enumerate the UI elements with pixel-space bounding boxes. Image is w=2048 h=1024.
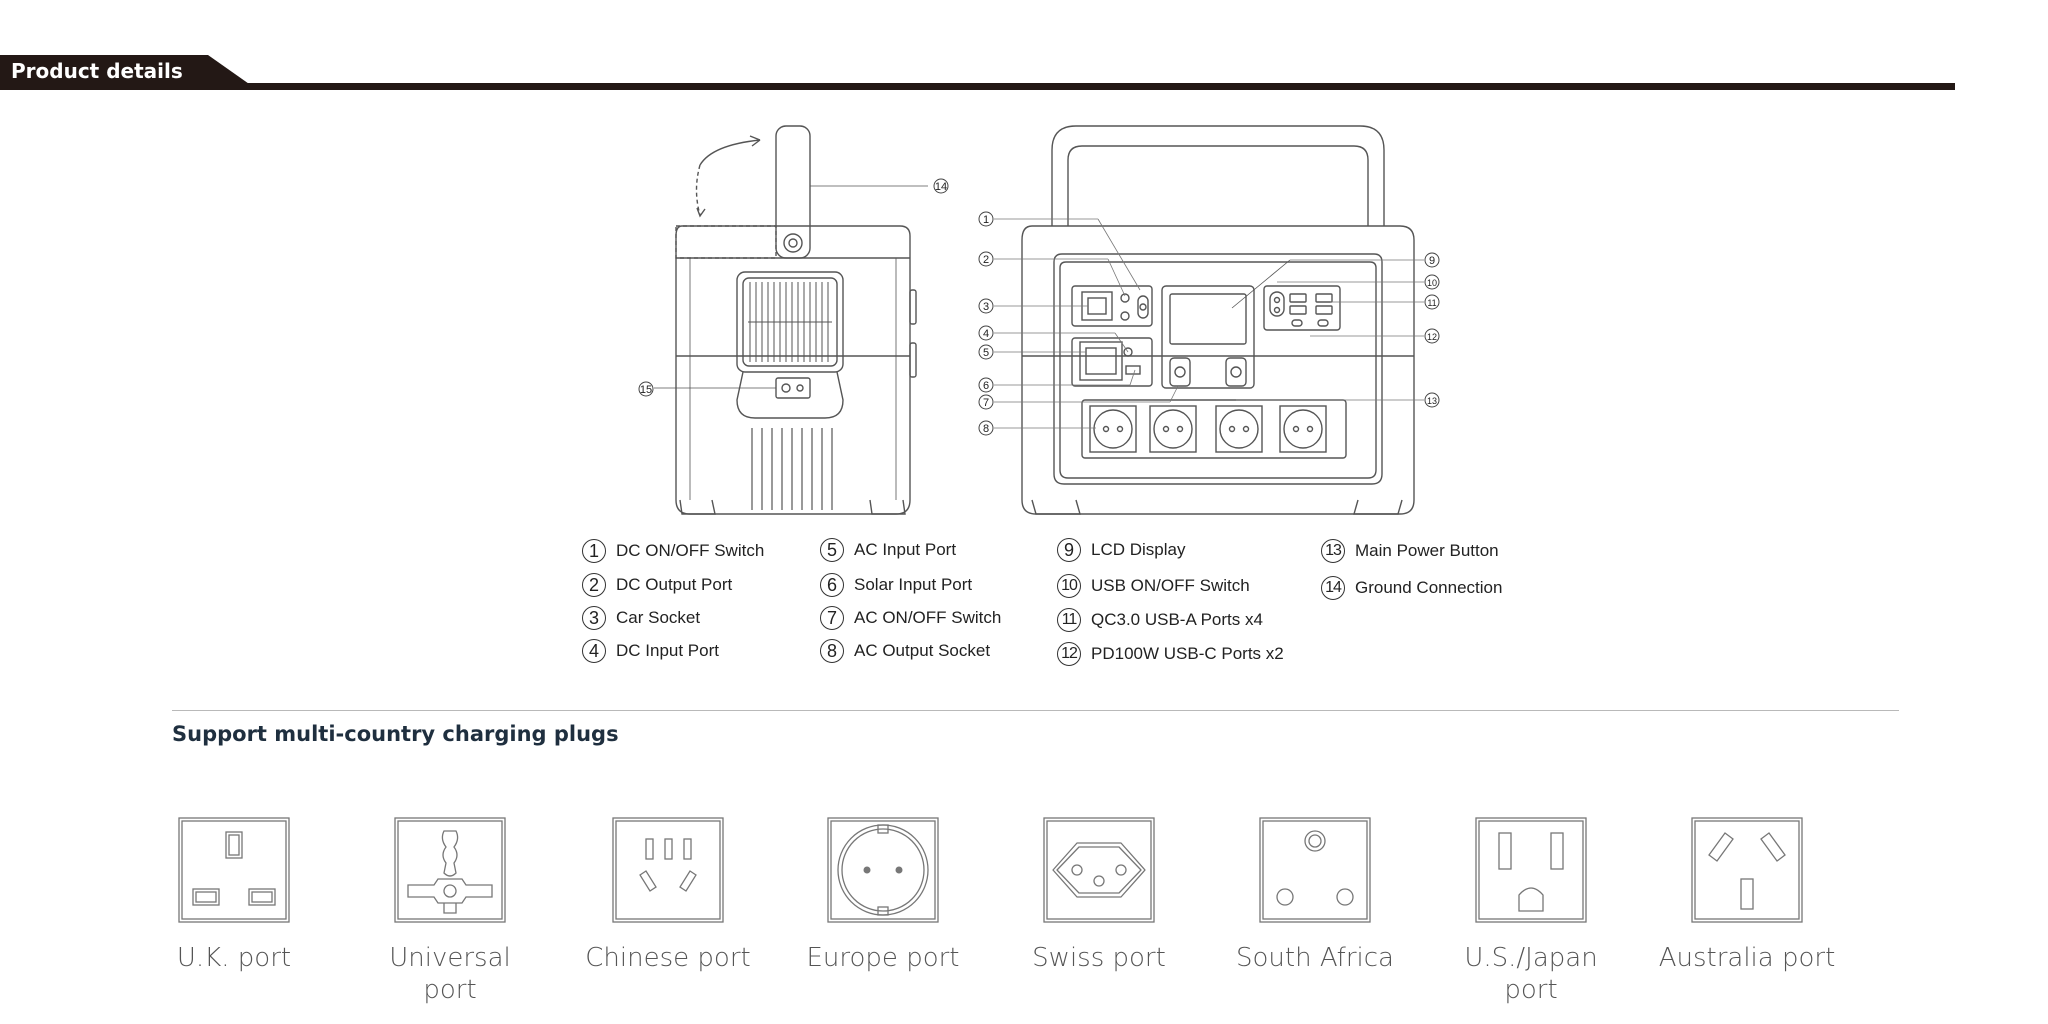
svg-text:3: 3 xyxy=(983,301,989,313)
plug-label-europe: Europe port xyxy=(806,943,960,973)
callout-3: 3 xyxy=(978,298,994,314)
callout-13: 13 xyxy=(1424,392,1440,408)
header-tab-shape xyxy=(0,55,252,86)
plug-label-australia: Australia port xyxy=(1658,943,1836,973)
svg-text:10: 10 xyxy=(1427,278,1437,288)
chinese-plug-icon xyxy=(612,817,724,923)
callout-7: 7 xyxy=(978,394,994,410)
callout-6: 6 xyxy=(978,377,994,393)
plug-label-chinese: Chinese port xyxy=(585,943,751,973)
page-title: Product details xyxy=(11,59,183,83)
svg-text:2: 2 xyxy=(983,254,989,266)
plug-label-swiss: Swiss port xyxy=(1032,943,1166,973)
svg-text:12: 12 xyxy=(1427,332,1437,342)
svg-text:13: 13 xyxy=(1427,396,1437,406)
callout-4: 4 xyxy=(978,325,994,341)
callout-9: 9 xyxy=(1424,252,1440,268)
europe-plug-icon xyxy=(827,817,939,923)
australia-plug-icon xyxy=(1691,817,1803,923)
callout-1: 1 xyxy=(978,211,994,227)
callout-10: 10 xyxy=(1424,274,1440,290)
callout-5: 5 xyxy=(978,344,994,360)
callout-12: 12 xyxy=(1424,328,1440,344)
section-divider xyxy=(172,710,1899,711)
uk-plug-icon xyxy=(178,817,290,923)
svg-text:1: 1 xyxy=(983,214,989,226)
side-view xyxy=(654,125,928,515)
svg-text:7: 7 xyxy=(983,397,989,409)
callout-8: 8 xyxy=(978,420,994,436)
product-diagram: 14 15 1 2 3 4 5 6 7 8 9 10 11 12 13 xyxy=(638,125,1440,515)
plug-label-south-africa: South Africa xyxy=(1236,943,1394,973)
plug-label-uk: U.K. port xyxy=(176,943,292,973)
plugs-section-title: Support multi-country charging plugs xyxy=(172,722,619,746)
callout-11: 11 xyxy=(1424,294,1440,310)
svg-text:9: 9 xyxy=(1429,255,1435,267)
svg-text:15: 15 xyxy=(640,384,652,396)
svg-text:14: 14 xyxy=(935,181,947,193)
south-africa-plug-icon xyxy=(1259,817,1371,923)
header-rule xyxy=(0,83,1955,90)
svg-text:5: 5 xyxy=(983,347,989,359)
svg-text:4: 4 xyxy=(983,328,989,340)
front-view xyxy=(1021,125,1415,515)
universal-plug-icon xyxy=(394,817,506,923)
svg-text:11: 11 xyxy=(1427,298,1436,308)
callout-2: 2 xyxy=(978,251,994,267)
svg-text:8: 8 xyxy=(983,423,989,435)
us-japan-plug-icon xyxy=(1475,817,1587,923)
callout-15: 15 xyxy=(638,381,654,397)
svg-text:6: 6 xyxy=(983,380,989,392)
callout-14: 14 xyxy=(933,178,949,194)
swiss-plug-icon xyxy=(1043,817,1155,923)
